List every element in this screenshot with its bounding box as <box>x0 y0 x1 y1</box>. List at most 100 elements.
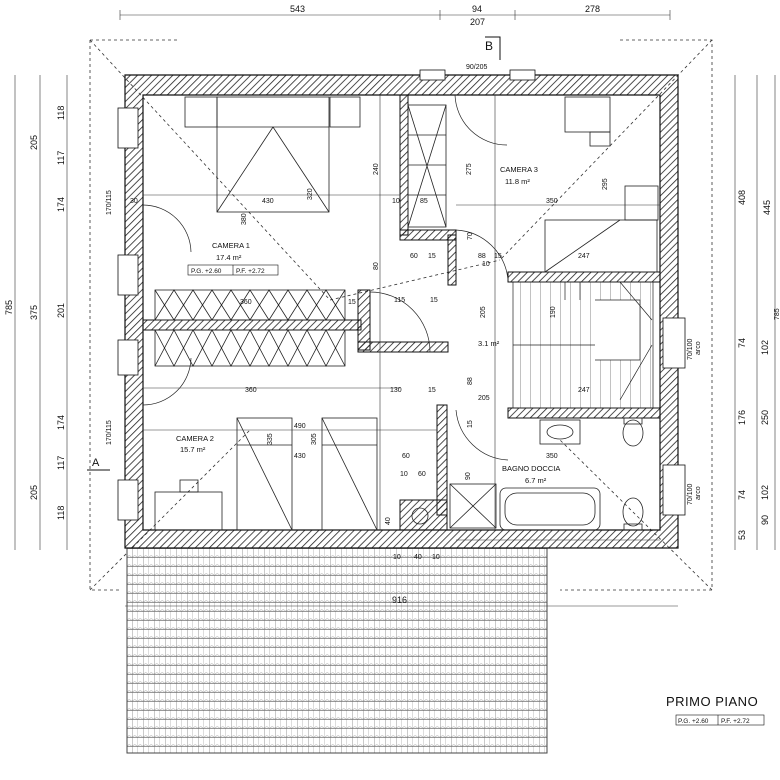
dim-350-a: 350 <box>546 198 558 205</box>
camera2-area: 15.7 m² <box>180 445 206 454</box>
main-door-label: 90/205 <box>466 64 488 71</box>
dim-380: 380 <box>241 213 248 225</box>
left-window-1: 170/115 <box>106 190 113 215</box>
dim-90: 90 <box>465 472 472 480</box>
dim-430-a: 430 <box>262 198 274 205</box>
roof-tiles <box>126 547 548 754</box>
dim-15-c: 15 <box>494 253 502 260</box>
left-window-2: 170/115 <box>106 420 113 445</box>
left-outer-dim: 785 <box>4 300 14 315</box>
right-window-2-note: arco <box>695 486 702 500</box>
top-dim-543: 543 <box>290 4 305 14</box>
left-inner-dim-5: 174 <box>56 415 66 430</box>
camera1-name: CAMERA 1 <box>212 241 250 250</box>
dim-360-a: 360 <box>240 299 252 306</box>
dim-205-a: 205 <box>480 306 487 318</box>
top-dim-207: 207 <box>470 17 485 27</box>
right-inner-dim-4: 53 <box>737 530 747 540</box>
dim-335: 335 <box>267 433 274 445</box>
camera1-pf: P.F. +2.72 <box>236 268 265 275</box>
dim-115: 115 <box>394 297 405 304</box>
dim-430-b: 430 <box>294 453 306 460</box>
dim-295: 295 <box>602 178 609 190</box>
dimension-lines <box>14 10 776 607</box>
section-b-marker <box>485 36 501 60</box>
dim-80: 80 <box>373 262 380 270</box>
bed-camera1 <box>184 96 361 213</box>
camera2-name: CAMERA 2 <box>176 434 214 443</box>
right-outer-dim: 445 <box>762 200 772 215</box>
camera3-name: CAMERA 3 <box>500 165 538 174</box>
plan-pf: P.F. +2.72 <box>721 718 750 725</box>
camera1-area: 17.4 m² <box>216 253 242 262</box>
dim-10-c: 10 <box>400 471 408 478</box>
top-dim-278: 278 <box>585 4 600 14</box>
dim-130: 130 <box>390 387 402 394</box>
section-a-label: A <box>92 457 100 469</box>
dim-305: 305 <box>311 433 318 445</box>
dim-247-a: 247 <box>578 253 590 260</box>
dim-30: 30 <box>130 198 138 205</box>
staircase <box>512 281 654 409</box>
bagno-area: 6.7 m² <box>525 476 547 485</box>
right-edge-dim: 785 <box>774 308 780 320</box>
plan-title: PRIMO PIANO <box>666 694 758 709</box>
wardrobe-camera1 <box>154 289 346 321</box>
dim-88-b: 88 <box>467 377 474 385</box>
right-inner-dim-2: 176 <box>737 410 747 425</box>
left-inner-dim-2: 117 <box>56 151 66 165</box>
left-inner-dim-4: 201 <box>56 303 66 318</box>
left-inner-dim-1: 118 <box>56 106 66 120</box>
dim-916: 916 <box>392 595 407 605</box>
dim-60-b: 60 <box>402 453 410 460</box>
wardrobe-camera2 <box>154 329 346 367</box>
interior-walls <box>142 94 661 531</box>
right-inner-dim-1: 102 <box>760 340 770 355</box>
bagno-name: BAGNO DOCCIA <box>502 464 560 473</box>
dim-15-b: 15 <box>428 253 436 260</box>
dim-205-b: 205 <box>478 395 490 402</box>
outer-walls <box>124 74 679 549</box>
camera3-area: 11.8 m² <box>505 177 530 186</box>
right-window-2: 70/100 <box>687 483 694 505</box>
dim-15-f: 15 <box>467 420 474 428</box>
dim-10-a: 10 <box>392 198 400 205</box>
dim-85: 85 <box>420 198 428 205</box>
right-mid-dim-2: 74 <box>737 338 747 348</box>
left-inner-dim-7: 118 <box>56 506 66 520</box>
right-mid-dim-1: 408 <box>737 190 747 205</box>
camera1-pg: P.G. +2.60 <box>191 268 222 275</box>
dim-490: 490 <box>294 423 306 430</box>
dim-10-b: 10 <box>482 261 490 268</box>
right-window-1-note: arco <box>695 341 702 355</box>
dim-15-d: 15 <box>430 297 438 304</box>
doors <box>142 94 509 461</box>
dim-360-b: 360 <box>245 387 257 394</box>
wardrobe-camera3 <box>407 104 447 228</box>
furniture-camera3 <box>544 96 659 273</box>
dim-15-a: 15 <box>348 299 356 306</box>
dim-60-c: 60 <box>418 471 426 478</box>
right-mid-dim-4: 74 <box>737 490 747 500</box>
top-dim-94: 94 <box>472 4 482 14</box>
plan-level-box <box>675 714 765 726</box>
corridoio-area: 3.1 m² <box>478 339 500 348</box>
right-mid-dim-5: 90 <box>760 515 770 525</box>
dim-190: 190 <box>550 306 557 318</box>
desk-camera2 <box>154 479 223 531</box>
left-inner-dim-6: 117 <box>56 456 66 470</box>
dim-350-b: 350 <box>546 453 558 460</box>
right-window-1: 70/100 <box>687 338 694 360</box>
bathroom-fixtures <box>411 417 644 531</box>
dim-15-e: 15 <box>428 387 436 394</box>
bed-camera2-right <box>321 417 378 531</box>
right-mid-dim-3: 250 <box>760 410 770 425</box>
dim-70: 70 <box>467 232 474 240</box>
dim-40-a: 40 <box>385 517 392 525</box>
dim-240: 240 <box>373 163 380 175</box>
plan-pg: P.G. +2.60 <box>678 718 709 725</box>
bed-camera2-left <box>236 417 293 531</box>
windows <box>117 69 686 521</box>
dim-88-a: 88 <box>478 253 486 260</box>
